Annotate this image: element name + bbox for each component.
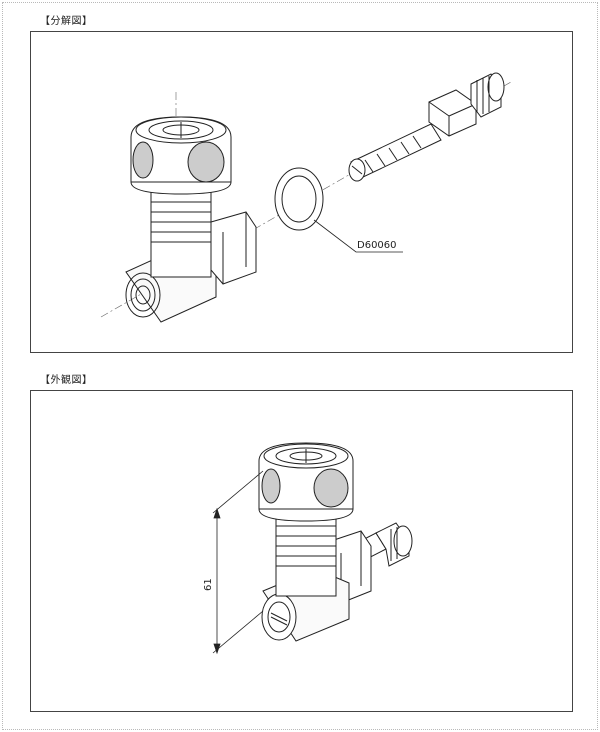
assembled-fitting-icon bbox=[258, 442, 413, 642]
exploded-view-frame: D60060 bbox=[30, 31, 573, 353]
exploded-view-title: 【分解図】 bbox=[40, 16, 93, 27]
gasket-ring-icon bbox=[274, 167, 324, 231]
dimension-lines bbox=[212, 470, 264, 655]
exterior-view-title: 【外観図】 bbox=[40, 375, 93, 386]
part-code-label: D60060 bbox=[357, 240, 397, 251]
exploded-view-drawing: D60060 bbox=[100, 72, 512, 323]
exterior-view-drawing: 61 bbox=[203, 442, 413, 655]
height-dimension-label: 61 bbox=[203, 578, 214, 591]
exterior-view-frame: 61 bbox=[30, 390, 573, 712]
callout-leader-line bbox=[313, 219, 403, 253]
elbow-body-icon bbox=[125, 116, 257, 323]
valve-stem-icon bbox=[348, 72, 505, 182]
